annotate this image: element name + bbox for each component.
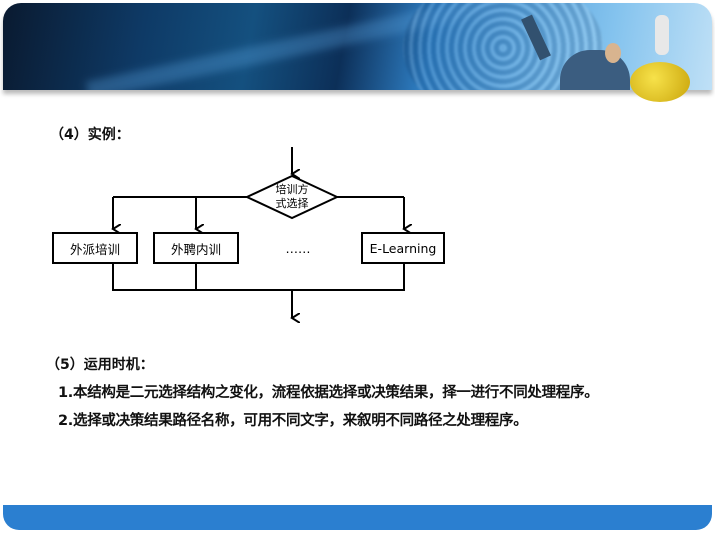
businessman-head (605, 43, 621, 63)
woman-figure (655, 15, 669, 55)
section-4-heading: （4）实例： (50, 127, 130, 143)
decision-label: 培训方 式选择 (275, 183, 309, 210)
option-ellipsis: …… (285, 240, 311, 256)
section-5-heading: （5）运用时机： (46, 357, 154, 373)
option-box-elearning: E-Learning (361, 232, 445, 264)
header-banner-image (3, 3, 712, 90)
globe-image (630, 62, 690, 102)
option-box-external-training: 外派培训 (52, 232, 138, 264)
usage-item-1: 1.本结构是二元选择结构之变化，流程依据选择或决策结果，择一进行不同处理程序。 (58, 385, 599, 401)
usage-item-2: 2.选择或决策结果路径名称，可用不同文字，来叙明不同路径之处理程序。 (58, 413, 528, 429)
option-box-hired-trainer: 外聘内训 (153, 232, 239, 264)
footer-bar (3, 505, 712, 530)
decision-diamond (244, 174, 340, 220)
